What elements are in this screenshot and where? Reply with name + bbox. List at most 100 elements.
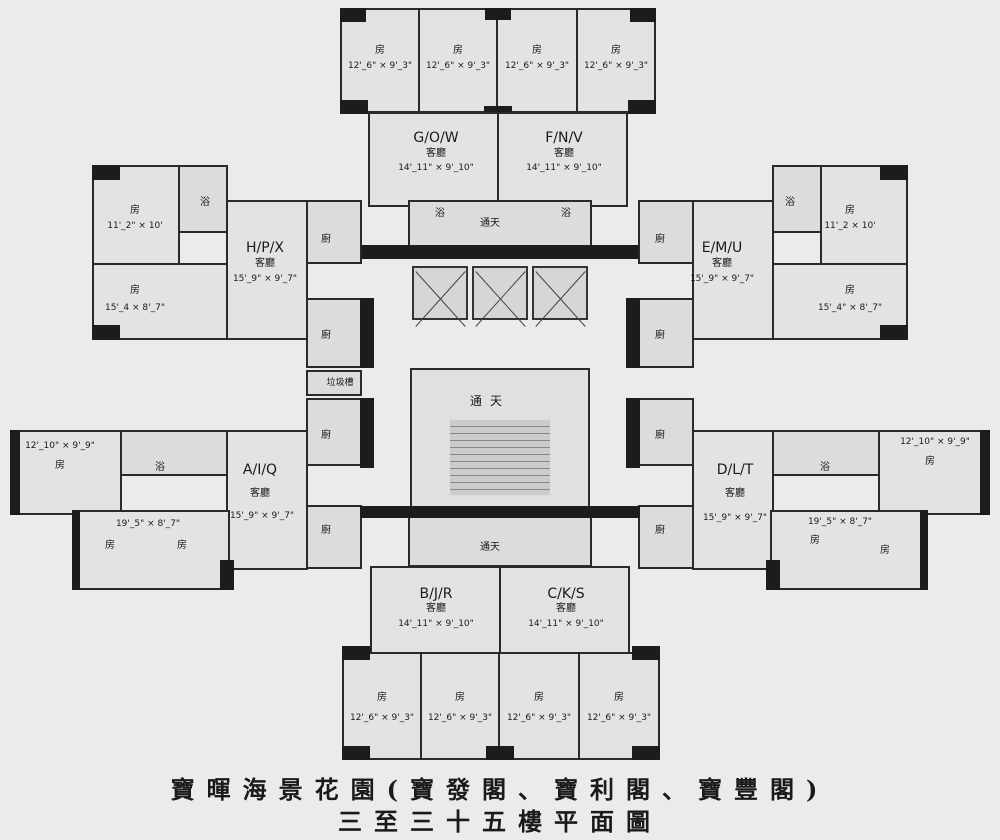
room-label: 房 [534,692,544,703]
room-label: 房 [177,540,187,551]
pillar [766,560,780,590]
kitchen-label: 廚 [655,430,665,441]
bath-label: 浴 [785,197,795,208]
pillar [626,298,640,368]
living-dims: 15'_9" × 9'_7" [232,274,298,284]
living-dlt [692,430,774,570]
room-dims: 12'_6" × 9'_3" [427,713,493,723]
kitchen-hpx-2 [306,298,362,368]
pillar [880,165,908,180]
room-label: 房 [105,540,115,551]
pillar [632,746,660,760]
core-wall [360,506,640,518]
pillar [342,646,370,660]
kitchen-dlt-1 [638,398,694,466]
pillar [628,100,656,114]
pillar [880,325,908,340]
room-label: 房 [925,456,935,467]
top-room-2 [418,8,498,113]
room-label: 房 [845,285,855,296]
kitchen-label: 廚 [655,234,665,245]
living-dims: 15'_9" × 9'_7" [689,274,755,284]
kitchen-aiq-2 [306,505,362,569]
room-aiq-2 [72,510,230,590]
bottom-room-2 [420,652,500,760]
pillar [626,398,640,468]
plan-title: 寶暉海景花園(寶發閣、寶利閣、寶豐閣) [170,775,830,804]
top-room-1 [340,8,420,113]
bath-aiq [120,430,228,476]
refuse-chute [306,370,362,396]
unit-label-fnv: F/N/V [545,130,583,146]
living-label: 客廳 [556,603,576,614]
plan-subtitle: 三至三十五樓平面圖 [338,807,662,836]
living-label: 客廳 [250,488,270,499]
living-hpx [226,200,308,340]
pillar [340,8,366,22]
kitchen-aiq-1 [306,398,362,466]
bath-strip-top [408,200,592,247]
room-dims: 12'_10" × 9'_9" [25,441,95,451]
kitchen-dlt-2 [638,505,694,569]
unit-label-gow: G/O/W [413,130,459,146]
room-dims: 15'_4 × 8'_7" [105,303,165,313]
pillar [920,510,928,590]
room-label: 房 [55,460,65,471]
pillar [632,646,660,660]
refuse-chute-label: 垃圾槽 [326,378,354,388]
living-label: 客廳 [554,148,574,159]
room-dims: 12'_6" × 9'_3" [349,713,415,723]
unit-label-cks: C/K/S [547,586,585,602]
bath-label: 浴 [561,208,571,219]
unit-label-dlt: D/L/T [716,462,754,478]
void-label: 通天 [469,394,511,408]
pillar [92,325,120,340]
pillar [220,560,234,590]
pillar [92,165,120,180]
staircase [450,420,550,495]
room-dims: 11'_2" × 10' [107,221,163,231]
pillar [485,8,511,20]
pillar [486,746,514,760]
elevator-3 [532,266,588,320]
kitchen-label: 廚 [655,525,665,536]
bath-hpx [178,165,228,233]
room-aiq-1 [10,430,122,515]
living-label: 客廳 [255,258,275,269]
top-room-4 [576,8,656,113]
room-dims: 11'_2 × 10' [824,221,876,231]
elevator-2 [472,266,528,320]
room-label: 房 [130,285,140,296]
pillar [342,746,370,760]
room-dlt-2 [770,510,928,590]
bottom-room-4 [578,652,660,760]
pillar [980,430,990,515]
bath-label: 浴 [155,462,165,473]
room-label: 房 [810,535,820,546]
pillar [360,398,374,468]
void-label: 通天 [480,218,500,229]
kitchen-label: 廚 [321,234,331,245]
living-label: 客廳 [426,148,446,159]
room-label: 房 [377,692,387,703]
living-label: 客廳 [712,258,732,269]
living-dims: 14'_11" × 9'_10" [398,619,474,629]
living-aiq [226,430,308,570]
bath-dlt [772,430,880,476]
pillar [630,8,656,22]
pillar [10,430,20,515]
living-label: 客廳 [725,488,745,499]
pillar [340,100,368,114]
room-label: 房 [880,545,890,556]
room-dims: 12'_10" × 9'_9" [900,437,970,447]
bath-label: 浴 [435,208,445,219]
pillar [72,510,80,590]
unit-label-hpx: H/P/X [246,240,284,256]
room-label: 房 [614,692,624,703]
room-label: 房 [375,45,385,56]
kitchen-emu-1 [638,200,694,264]
living-dims: 14'_11" × 9'_10" [528,619,604,629]
room-label: 房 [532,45,542,56]
bottom-room-1 [342,652,422,760]
living-dims: 15'_9" × 9'_7" [702,513,768,523]
